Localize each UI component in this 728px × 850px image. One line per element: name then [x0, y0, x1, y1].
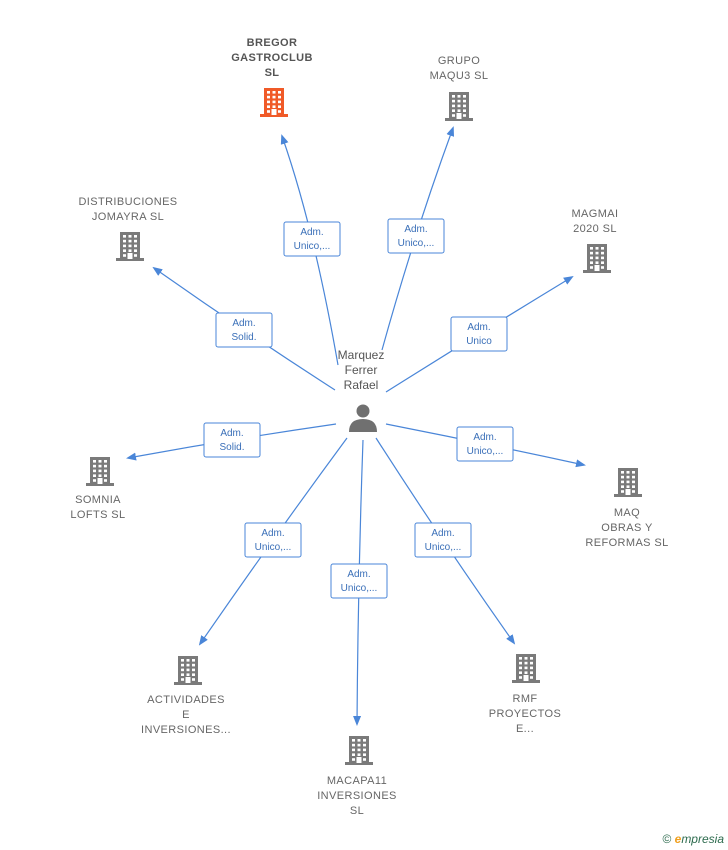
company-name-rmf-proyectos[interactable]: RMF [512, 693, 537, 705]
building-icon[interactable] [345, 736, 373, 765]
role-text: Adm. [347, 569, 370, 580]
brand-name: mpresia [681, 832, 724, 846]
role-badge-maq-obras[interactable]: Adm. Unico,... [456, 426, 514, 462]
building-icon[interactable] [614, 468, 642, 497]
role-text: Unico,... [467, 446, 504, 457]
role-text: Solid. [231, 332, 256, 343]
company-name-maq-obras[interactable]: MAQ [614, 507, 640, 519]
company-name-actividades-inversiones[interactable]: E [182, 709, 190, 721]
company-name-rmf-proyectos[interactable]: PROYECTOS [489, 708, 561, 720]
role-text: Unico,... [398, 238, 435, 249]
company-name-distribuciones-jomayra[interactable]: JOMAYRA SL [92, 211, 164, 223]
company-name-distribuciones-jomayra[interactable]: DISTRIBUCIONES [78, 196, 177, 208]
role-text: Adm. [220, 428, 243, 439]
company-name-magmai-2020[interactable]: MAGMAI [571, 208, 618, 220]
role-text: Adm. [232, 318, 255, 329]
role-text: Adm. [473, 432, 496, 443]
role-badge-magmai-2020[interactable]: Adm. Unico [450, 316, 508, 352]
role-badge-rmf-proyectos[interactable]: Adm. Unico,... [414, 522, 472, 558]
company-name-magmai-2020[interactable]: 2020 SL [573, 223, 617, 235]
building-icon[interactable] [583, 244, 611, 273]
company-name-rmf-proyectos[interactable]: E... [516, 723, 534, 735]
role-text: Unico,... [294, 241, 331, 252]
person-name: Marquez [338, 348, 385, 362]
company-name-macapa11[interactable]: SL [350, 805, 364, 817]
building-icon[interactable] [512, 654, 540, 683]
role-text: Adm. [467, 322, 490, 333]
copyright-symbol: © [662, 832, 672, 846]
role-text: Unico,... [255, 542, 292, 553]
brand-logo-initial: e [674, 832, 682, 846]
company-name-actividades-inversiones[interactable]: ACTIVIDADES [147, 694, 225, 706]
role-badge-bregor[interactable]: Adm. Unico,... [283, 221, 341, 257]
role-text: Adm. [431, 528, 454, 539]
footer-brand: © empresia [662, 832, 724, 846]
company-name-grupo-maqu3[interactable]: GRUPO [438, 55, 480, 67]
company-name-macapa11[interactable]: INVERSIONES [317, 790, 397, 802]
person-name: Rafael [344, 378, 379, 392]
company-name-bregor[interactable]: SL [265, 67, 280, 79]
company-name-grupo-maqu3[interactable]: MAQU3 SL [430, 70, 489, 82]
person-icon[interactable] [349, 404, 377, 433]
building-icon[interactable] [116, 232, 144, 261]
company-name-maq-obras[interactable]: REFORMAS SL [585, 537, 668, 549]
role-badge-distribuciones-jomayra[interactable]: Adm. Solid. [215, 312, 273, 348]
company-name-bregor[interactable]: GASTROCLUB [231, 52, 313, 64]
role-badge-grupo-maqu3[interactable]: Adm. Unico,... [387, 218, 445, 254]
role-badge-somnia-lofts[interactable]: Adm. Solid. [203, 422, 261, 458]
company-name-maq-obras[interactable]: OBRAS Y [601, 522, 653, 534]
role-text: Unico,... [425, 542, 462, 553]
company-name-macapa11[interactable]: MACAPA11 [327, 775, 387, 787]
role-badge-macapa11[interactable]: Adm. Unico,... [330, 563, 388, 599]
role-text: Solid. [219, 442, 244, 453]
role-text: Unico,... [341, 583, 378, 594]
building-icon[interactable] [260, 88, 288, 117]
role-text: Unico [466, 336, 492, 347]
role-text: Adm. [261, 528, 284, 539]
person-name: Ferrer [345, 363, 378, 377]
company-name-somnia-lofts[interactable]: LOFTS SL [70, 509, 125, 521]
building-icon[interactable] [86, 457, 114, 486]
role-text: Adm. [404, 224, 427, 235]
role-badge-actividades-inversiones[interactable]: Adm. Unico,... [244, 522, 302, 558]
company-name-actividades-inversiones[interactable]: INVERSIONES... [141, 724, 231, 736]
building-icon[interactable] [174, 656, 202, 685]
building-icon[interactable] [445, 92, 473, 121]
role-text: Adm. [300, 227, 323, 238]
company-name-bregor[interactable]: BREGOR [247, 37, 298, 49]
company-name-somnia-lofts[interactable]: SOMNIA [75, 494, 121, 506]
